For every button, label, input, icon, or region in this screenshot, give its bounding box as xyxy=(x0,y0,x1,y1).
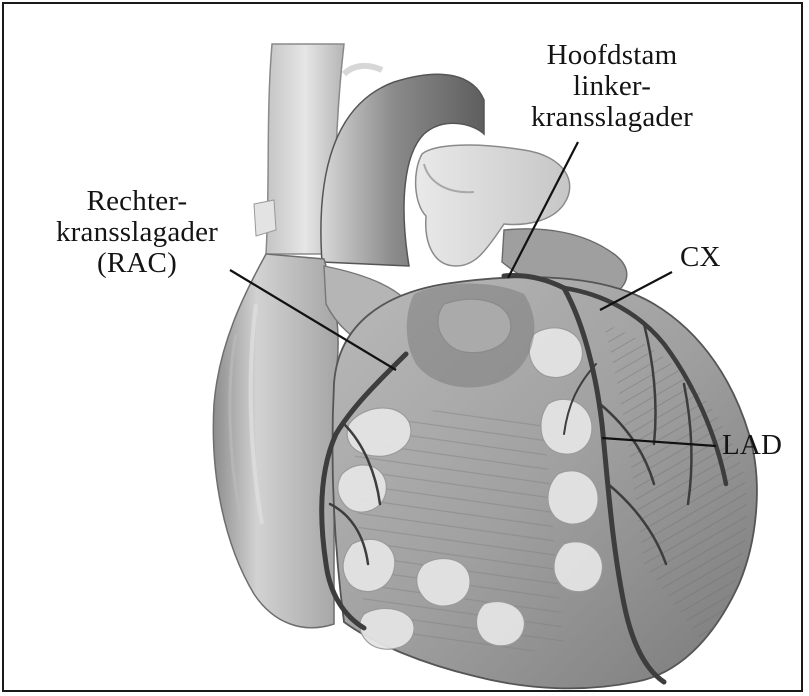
label-rac-line-2: kransslagader xyxy=(22,217,252,248)
label-main-stem: Hoofdstam linker- kransslagader xyxy=(512,40,712,133)
label-rac-line-3: (RAC) xyxy=(22,248,252,279)
label-rac: Rechter- kransslagader (RAC) xyxy=(22,186,252,279)
label-lad: LAD xyxy=(722,430,782,461)
label-main-stem-line-2: linker- xyxy=(512,71,712,102)
label-cx: CX xyxy=(680,242,721,273)
label-main-stem-line-3: kransslagader xyxy=(512,102,712,133)
label-main-stem-line-1: Hoofdstam xyxy=(512,40,712,71)
label-rac-line-1: Rechter- xyxy=(22,186,252,217)
